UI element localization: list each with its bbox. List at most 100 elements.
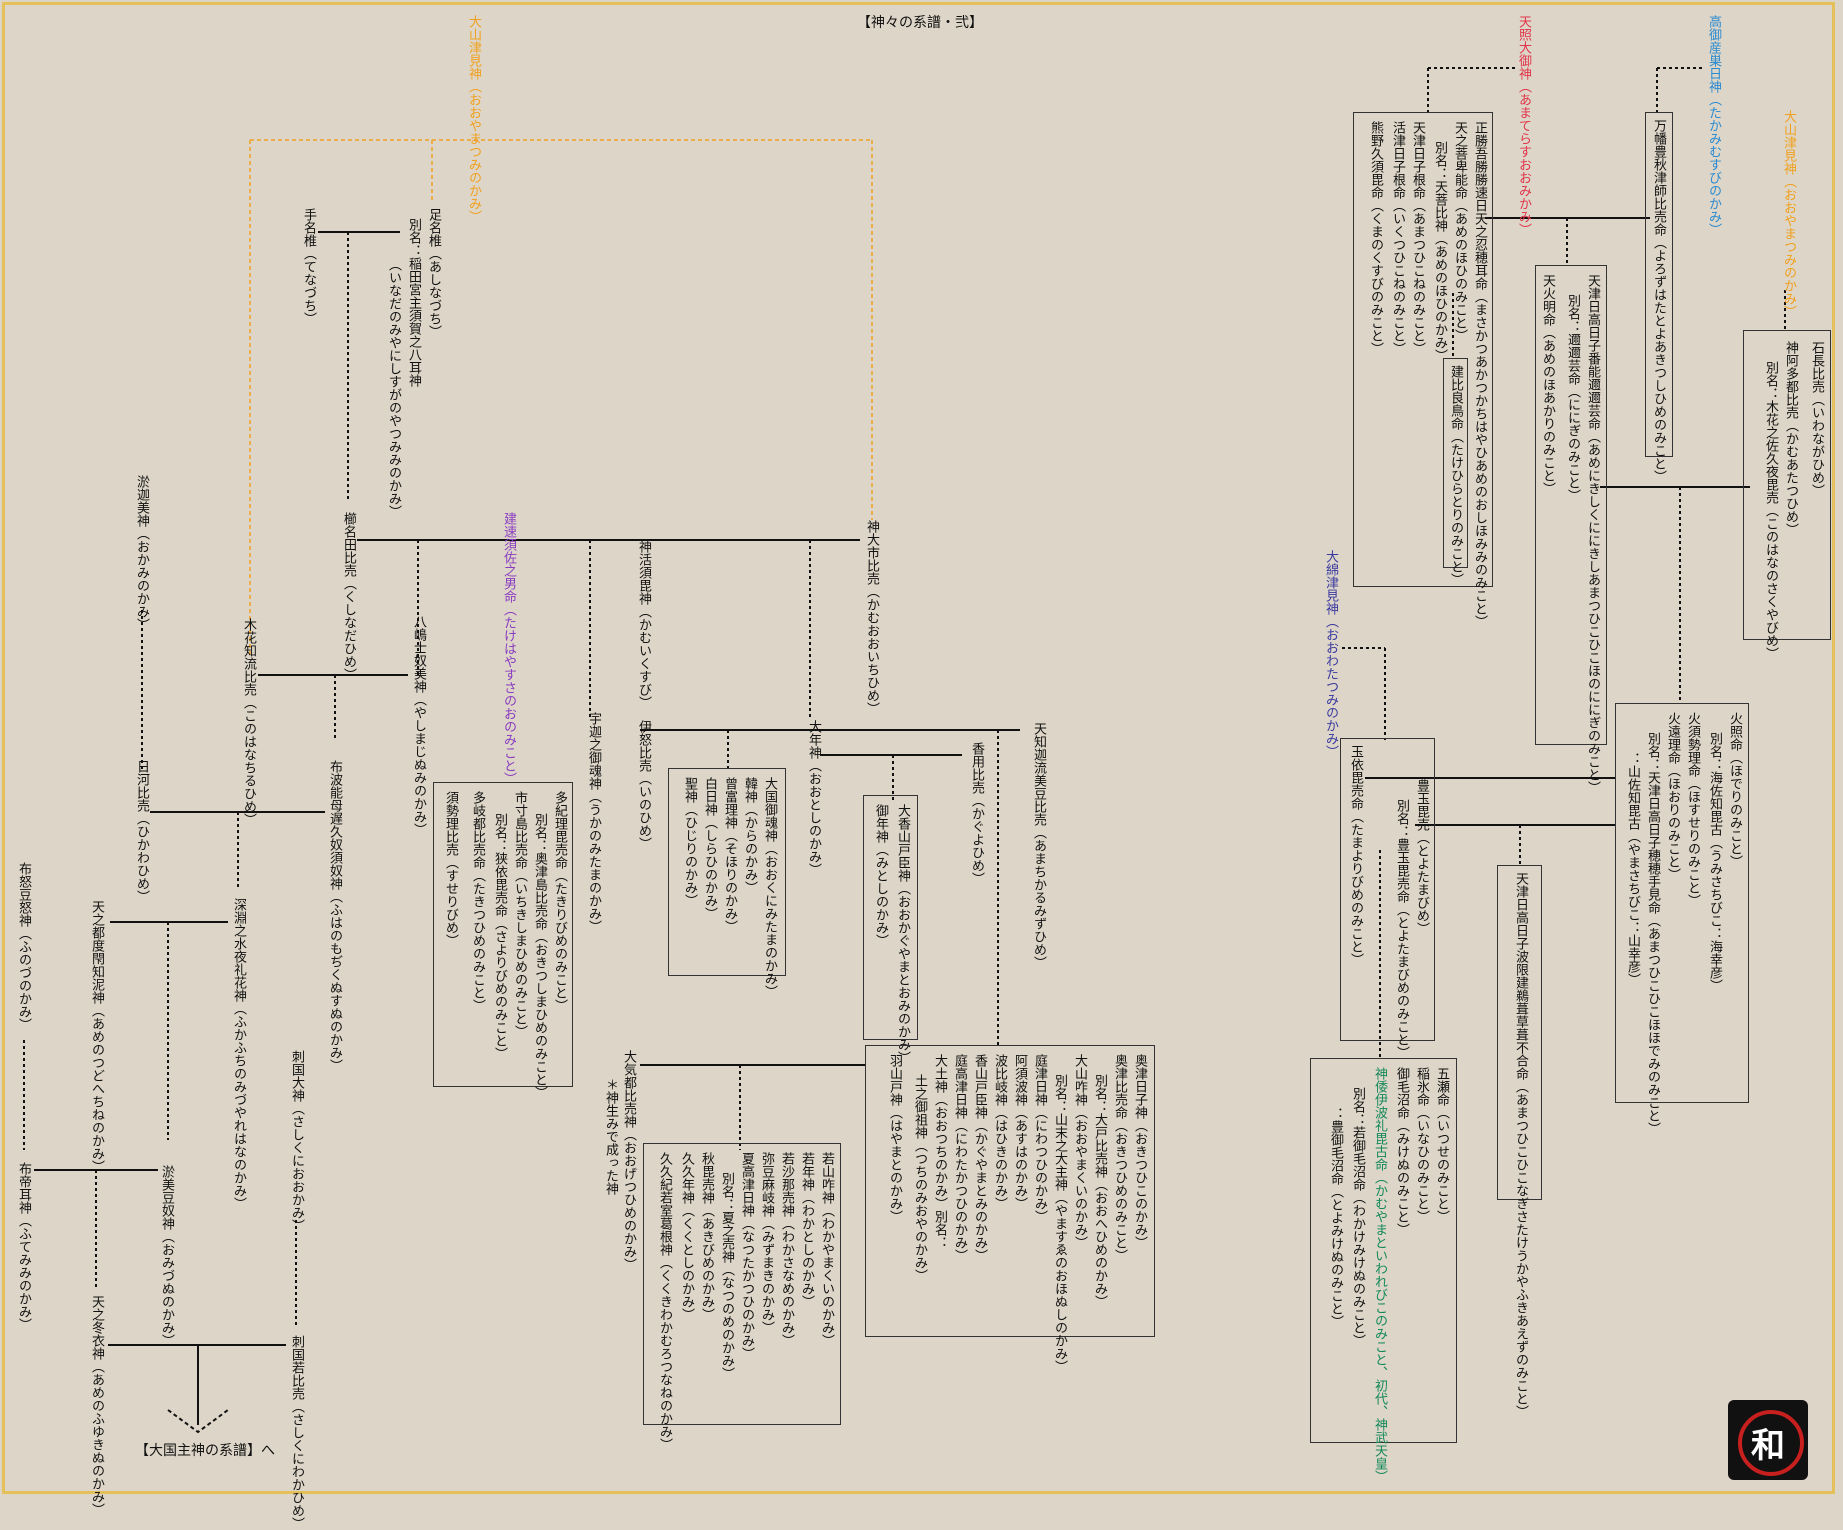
child-name: 若年神（わかとしのかみ） xyxy=(799,1152,814,1308)
child-name: 御年神（みとしのかみ） xyxy=(873,804,888,947)
ashinazuchi: 足名椎（あしなづち） xyxy=(426,208,441,338)
takamimusubi: 高御産巣日神（たかみむすびのかみ） xyxy=(1706,15,1721,236)
tamayorihime: 玉依毘売命（たまよりびめのみこと） xyxy=(1348,745,1363,966)
sashikuniwakahime: 刺国若比売（さしくにわかひめ） xyxy=(289,1335,304,1530)
child-name: 正勝吾勝勝速日天之忍穂耳命（まさかつあかつかちはやひあめのおしほみみのみこと） xyxy=(1472,121,1487,628)
child-name: 活津日子根命（いくつひこねのみこと） xyxy=(1390,121,1405,355)
hayamato-children-box: 若山咋神（わかやまくいのかみ） 若年神（わかとしのかみ） 若沙那売神（わかさなめ… xyxy=(643,1143,841,1451)
child-name: 波比岐神（はひきのかみ） xyxy=(992,1054,1007,1210)
ashinazuchi-alias: 別名：稲田宮主須賀之八耳神 xyxy=(406,218,421,387)
child-name: 稲氷命（いなひのみこと） xyxy=(1414,1067,1429,1223)
ohyamatsumi-right: 大山津見神（おおやまつみのかみ） xyxy=(1781,110,1796,318)
ninigi-box: 天津日高日子番能邇邇芸命（あめにきしくににきしあまつひこひこほのににぎのみこと）… xyxy=(1535,265,1607,794)
funozunu: 布怒豆怒神（ふのづのかみ） xyxy=(16,862,31,1031)
ninigi-sons-box: 火照命（ほでりのみこと） 別名：海佐知毘古（うみさちびこ：海幸彦） 火須勢理命（… xyxy=(1615,703,1749,1135)
child-name: 別名：若御毛沼命（わかけみけぬのみこと） xyxy=(1350,1087,1365,1347)
ukanomitama: 宇迦之御魂神（うかのみたまのかみ） xyxy=(586,712,601,933)
ugayafukiaezu: 天津日高日子波限建鵜葺草葺不合命（あまつひこひこなぎさたけうかやふきあえずのみこ… xyxy=(1513,872,1528,1418)
child-name: 曾富理神（そほりのかみ） xyxy=(722,777,737,933)
child-name: 弥豆麻岐神（みずまきのかみ） xyxy=(759,1152,774,1334)
seal-glyph: 和 xyxy=(1751,1426,1785,1466)
seal-logo: 和 xyxy=(1728,1400,1808,1480)
page-title: 【神々の系譜・弐】 xyxy=(857,15,983,31)
iwanaga-box: 石長比売（いわながひめ） 神阿多都比売（かむあたつひめ） 別名：木花之佐久夜毘売… xyxy=(1743,330,1831,660)
tamayori-box: 玉依毘売命（たまよりびめのみこと） 豊玉毘売（とよたまびめ） 別名：豊玉毘売命（… xyxy=(1340,738,1435,1059)
daughter-name: 別名：狭依毘売命（さよりびめのみこと） xyxy=(492,813,507,1060)
seal-ring xyxy=(1738,1410,1804,1476)
child-name: 庭津日神（にわつひのかみ） xyxy=(1032,1054,1047,1223)
child-name: 久久紀若室葛根神（くくきわかむろつなねのかみ） xyxy=(657,1152,672,1451)
child-name: 庭高津日神（にわたかつひのかみ） xyxy=(952,1054,967,1262)
son-name: 火須勢理命（ほすせりのみこと） xyxy=(1685,712,1700,907)
yorozuhata: 万幡豊秋津師比売命（よろずはたとよあきつしひめのみこと） xyxy=(1651,119,1666,483)
child-name: 天津日子根命（あまつひこねのみこと） xyxy=(1410,121,1425,355)
child-name: 久久年神（くくとしのかみ） xyxy=(679,1152,694,1321)
child-name: 若沙那売神（わかさなめのかみ） xyxy=(779,1152,794,1347)
child-name: 聖神（ひじりのかみ） xyxy=(682,777,697,907)
susanoo: 建速須佐之男命（たけはやすさのおのみこと） xyxy=(501,512,516,785)
child-name: 奥津比売命（おきつひめのみこと） xyxy=(1112,1054,1127,1262)
child-name: 別名：大戸比売神（おおへひめのかみ） xyxy=(1092,1074,1107,1308)
amenotsudoechine: 天之都度閇知泥神（あめのつどへちねのかみ） xyxy=(89,900,104,1173)
fukabuchinomizuyarehana: 深淵之水夜礼花神（ふかふちのみづやれはなのかみ） xyxy=(231,898,246,1210)
ashinazuchi-alias-kana: （いなだのみやにしすがのやつみみのかみ） xyxy=(386,258,401,518)
child-name: 大山咋神（おおやまくいのかみ） xyxy=(1072,1054,1087,1249)
kayohime-children-box: 大香山戸臣神（おおかぐやまとおみのかみ） 御年神（みとしのかみ） xyxy=(863,795,918,1064)
otoshi-children-box: 大国御魂神（おおくにみたまのかみ） 韓神（からのかみ） 曾富理神（そほりのかみ）… xyxy=(668,768,786,998)
yashimajinumi: 八嶋士奴美神（やしまじぬみのかみ） xyxy=(411,615,426,836)
kamuikusubi: 神活須毘神（かむいくすび） xyxy=(636,540,651,709)
child-name: 五瀬命（いつせのみこと） xyxy=(1434,1067,1449,1223)
ugayafukiaezu-box: 天津日高日子波限建鵜葺草葺不合命（あまつひこひこなぎさたけうかやふきあえずのみこ… xyxy=(1497,865,1542,1418)
son-name: ：山佐知毘古（やまさちびこ：山幸彦） xyxy=(1625,752,1640,986)
sashikunioo: 刺国大神（さしくにおおかみ） xyxy=(289,1050,304,1232)
konohanasakuya: 別名：木花之佐久夜毘売（このはなのさくやびめ） xyxy=(1763,361,1778,660)
yorozuhata-box: 万幡豊秋津師比売命（よろずはたとよあきつしひめのみこと） xyxy=(1645,112,1673,483)
child-name: 秋毘売神（あきびめのかみ） xyxy=(699,1152,714,1321)
son-name: 別名：海佐知毘古（うみさちびこ：海幸彦） xyxy=(1707,732,1722,992)
iwanagahime: 石長比売（いわながひめ） xyxy=(1809,341,1824,497)
hikawahime: 日河比売（ひかわひめ） xyxy=(134,760,149,903)
child-name: 別名：夏之売神（なつのめのかみ） xyxy=(719,1172,734,1380)
kamuoichihime: 神大市比売（かむおおいちひめ） xyxy=(864,520,879,715)
ogetsuhime-note: ＊神生みで成った神 xyxy=(603,1078,618,1195)
okaminokami: 淤迦美神（おかみのかみ） xyxy=(134,475,149,631)
owatatsumi: 大綿津見神（おおわたつみのかみ） xyxy=(1323,550,1338,758)
tamayori-children-box: 五瀬命（いつせのみこと） 稲氷命（いなひのみこと） 御毛沼命（みけぬのみこと） … xyxy=(1310,1058,1457,1483)
child-name: 阿須波神（あすはのかみ） xyxy=(1012,1054,1027,1210)
son-name: 別名：天津日高日子穂穂手見命（あまつひこひこほほでみのみこと） xyxy=(1645,732,1660,1135)
amenohoakari: 天火明命（あめのほあかりのみこと） xyxy=(1540,274,1555,495)
child-name: 若山咋神（わかやまくいのかみ） xyxy=(819,1152,834,1347)
child-name: 別名：天菩比神（あめのほひのかみ） xyxy=(1432,141,1447,362)
child-name: 大香山戸臣神（おおかぐやまとおみのかみ） xyxy=(895,804,910,1064)
takehiratori: 建比良鳥命（たけひらとりのみこと） xyxy=(1448,365,1463,586)
amaterasu: 天照大御神（あまてらすおおみかみ） xyxy=(1516,15,1531,236)
child-name: 大国御魂神（おおくにみたまのかみ） xyxy=(762,777,777,998)
daughter-name: 多岐都比売命（たきつひめのみこと） xyxy=(470,791,485,1012)
daughter-name: 多紀理毘売命（たきりびめのみこと） xyxy=(552,791,567,1012)
son-name: 火照命（ほでりのみこと） xyxy=(1727,712,1742,868)
child-name: 夏高津日神（なつたかつひのかみ） xyxy=(739,1152,754,1360)
child-name: 大土神（おおつちのかみ）別名： xyxy=(932,1054,947,1249)
fuhanomojikunusunu: 布波能母遅久奴須奴神（ふはのもぢくぬすぬのかみ） xyxy=(327,760,342,1072)
kayohime: 香用比売（かぐよひめ） xyxy=(969,742,984,885)
child-name: 韓神（からのかみ） xyxy=(742,777,757,894)
tenazuchi: 手名椎（てなづち） xyxy=(301,208,316,325)
susanoo-daughters-box: 多紀理毘売命（たきりびめのみこと） 別名：奥津島比売命（おきつしまひめのみこと）… xyxy=(433,782,573,1099)
child-name: 白日神（しらひのかみ） xyxy=(702,777,717,920)
child-name: ：豊御毛沼命（とよみけぬのみこと） xyxy=(1328,1107,1343,1328)
futemimi: 布帝耳神（ふてみみのかみ） xyxy=(16,1162,31,1331)
child-name: 御毛沼命（みけぬのみこと） xyxy=(1394,1067,1409,1236)
amenofuyukinu: 天之冬衣神（あめのふゆきぬのかみ） xyxy=(89,1295,104,1516)
konohanachiruhime: 木花知流比売（このはなちるひめ） xyxy=(241,618,256,826)
kamuatatsuhime: 神阿多都比売（かむあたつひめ） xyxy=(1783,341,1798,536)
child-name: 熊野久須毘命（くまのくすびのみこと） xyxy=(1368,121,1383,355)
child-name: 土之御祖神（つちのみおやのかみ） xyxy=(912,1074,927,1282)
kushinadahime: 櫛名田比売（くしなだひめ） xyxy=(341,512,356,681)
child-name: 神倭伊波礼毘古命（かむやまといわれびこのみこと、初代、神武天皇） xyxy=(1372,1067,1387,1483)
child-name: 羽山戸神（はやまとのかみ） xyxy=(887,1054,902,1223)
page-frame xyxy=(2,2,1835,1494)
ninigi: 天津日高日子番能邇邇芸命（あめにきしくににきしあまつひこひこほのににぎのみこと） xyxy=(1585,274,1600,794)
ninigi-alias: 別名：邇邇芸命（ににぎのみこと） xyxy=(1565,294,1580,502)
footer-link[interactable]: 【大国主神の系譜】へ xyxy=(135,1443,275,1459)
